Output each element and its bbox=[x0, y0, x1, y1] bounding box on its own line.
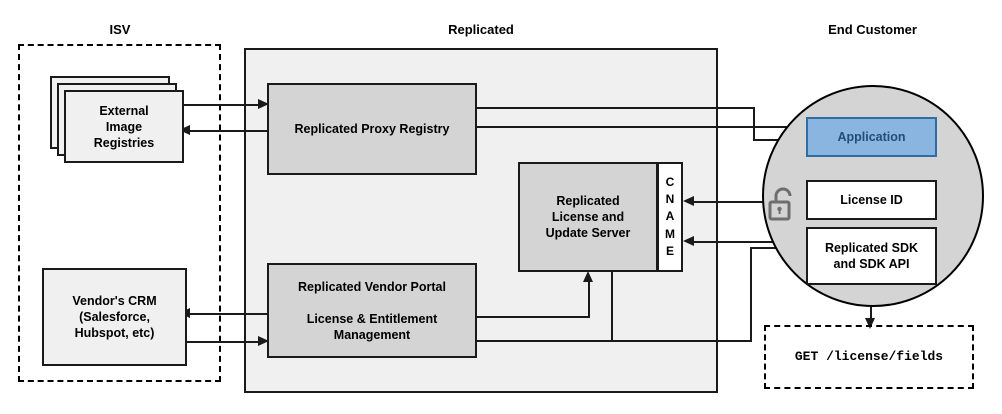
replicated-license-update-server[interactable]: Replicated License and Update Server bbox=[518, 162, 658, 272]
api-call-box: GET /license/fields bbox=[764, 325, 974, 389]
connector-licenseid-to-cname-upper bbox=[694, 201, 806, 203]
cname-letter-e: E bbox=[665, 244, 674, 259]
zone-title-isv: ISV bbox=[109, 22, 131, 37]
connector-portal-to-licenseserver-horizontal bbox=[477, 316, 590, 318]
arrowhead-registries-to-proxy bbox=[258, 99, 269, 109]
arrowhead-licenseid-to-cname-upper bbox=[683, 196, 694, 206]
connector-crm-to-portal bbox=[182, 341, 260, 343]
connector-sdk-to-cname-lower bbox=[694, 241, 806, 243]
connector-proxy-to-app-horizontal bbox=[477, 107, 755, 109]
connector-app-to-proxy-horizontal bbox=[477, 126, 808, 128]
arrowhead-crm-to-portal bbox=[258, 336, 269, 346]
arrowhead-sdk-to-cname-lower bbox=[683, 236, 694, 246]
isv-zone-boundary bbox=[18, 44, 221, 382]
connector-sdk-to-portal-vertical bbox=[750, 247, 752, 342]
unlocked-padlock-icon bbox=[765, 184, 801, 229]
license-id[interactable]: License ID bbox=[806, 180, 937, 220]
cname-letter-m: M bbox=[665, 226, 675, 241]
connector-portal-to-licenseserver-vertical bbox=[588, 281, 590, 317]
replicated-proxy-registry[interactable]: Replicated Proxy Registry bbox=[267, 83, 477, 175]
zone-title-end-customer: End Customer bbox=[828, 22, 917, 37]
connector-proxy-to-app-entry bbox=[753, 139, 798, 141]
connector-registries-to-proxy bbox=[182, 104, 260, 106]
application[interactable]: Application bbox=[806, 117, 937, 157]
zone-title-replicated: Replicated bbox=[448, 22, 514, 37]
replicated-sdk[interactable]: Replicated SDK and SDK API bbox=[806, 227, 937, 285]
replicated-vendor-portal[interactable]: Replicated Vendor Portal License & Entit… bbox=[267, 263, 477, 358]
connector-licenseserver-to-portal-vertical bbox=[611, 272, 613, 340]
cname-letter-n: N bbox=[665, 191, 675, 206]
external-image-registries[interactable]: External Image Registries bbox=[64, 90, 184, 163]
connector-portal-to-crm bbox=[190, 313, 270, 315]
connector-proxy-to-app-vertical bbox=[753, 107, 755, 141]
arrowhead-portal-to-licenseserver bbox=[583, 271, 593, 282]
cname-strip: C N A M E bbox=[657, 162, 683, 272]
cname-letter-a: A bbox=[665, 209, 675, 224]
cname-letter-c: C bbox=[665, 174, 675, 189]
arrowhead-proxy-to-registries bbox=[179, 125, 190, 135]
connector-sdk-to-portal-horizontal bbox=[477, 340, 752, 342]
connector-proxy-to-registries bbox=[190, 130, 267, 132]
arrowhead-sdk-to-apicall bbox=[865, 318, 875, 329]
vendors-crm[interactable]: Vendor's CRM (Salesforce, Hubspot, etc) bbox=[42, 268, 187, 366]
